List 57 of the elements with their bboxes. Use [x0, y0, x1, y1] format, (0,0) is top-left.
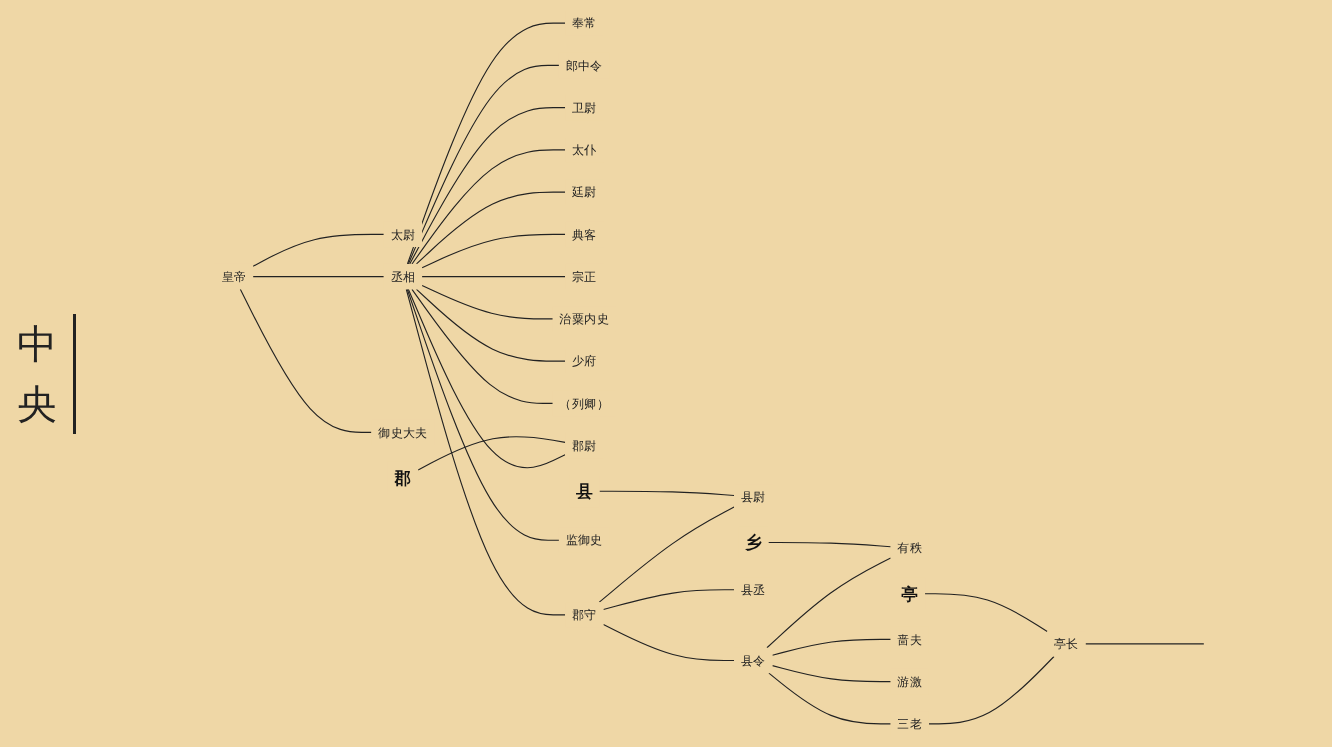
node-text: 太仆 [571, 142, 597, 157]
node-text: 监御史 [565, 533, 603, 548]
connector [1084, 643, 1205, 645]
connector [415, 191, 566, 265]
connector [417, 436, 566, 471]
node-text: 县令 [740, 653, 766, 668]
connector [407, 288, 566, 469]
connector [598, 506, 735, 603]
connector [252, 276, 385, 278]
connector [406, 22, 566, 265]
node-text: 亭 [901, 583, 919, 604]
connector [411, 149, 566, 265]
connector [409, 107, 566, 265]
connector [239, 288, 372, 433]
connector [421, 285, 554, 320]
connector [602, 623, 735, 662]
connector [405, 288, 566, 616]
node-text: 郎中令 [565, 58, 603, 73]
connector [411, 288, 554, 404]
node-text: 少府 [571, 354, 597, 369]
node-text: 奉常 [571, 16, 597, 31]
connector [252, 233, 385, 267]
connector [768, 672, 892, 725]
node-text: 乡 [744, 532, 762, 553]
node-text: 宗正 [571, 269, 597, 284]
connector [766, 557, 892, 649]
node-text: 郡守 [571, 607, 597, 622]
connector [598, 490, 735, 497]
connector [421, 276, 566, 278]
node-text: 有秩 [897, 541, 923, 556]
node-text: 县尉 [740, 489, 766, 504]
node-text: 郡 [394, 468, 412, 488]
node-text: 啬夫 [897, 632, 923, 647]
node-text: 郡尉 [571, 438, 597, 453]
connector [771, 665, 892, 683]
connector [767, 541, 892, 548]
node-text: 卫尉 [571, 100, 597, 115]
connector [421, 233, 566, 269]
connector [407, 64, 560, 265]
node-text: 县丞 [740, 582, 766, 597]
connector [928, 655, 1055, 725]
connector [771, 638, 892, 656]
node-text: 治粟内史 [559, 311, 610, 326]
node-text: （列卿） [559, 396, 610, 411]
connector [602, 589, 735, 611]
node-text: 典客 [571, 227, 597, 242]
node-text: 县 [575, 481, 593, 502]
node-text: 御史大夫 [378, 425, 428, 440]
connector [415, 288, 566, 362]
node-text: 皇帝 [221, 269, 247, 284]
node-text: 游激 [897, 674, 923, 689]
connector [924, 593, 1048, 633]
node-text: 廷尉 [571, 185, 597, 200]
node-text: 三老 [897, 716, 923, 731]
connector [406, 288, 560, 541]
level-label: 中央 [14, 313, 76, 434]
node-text: 亭长 [1054, 636, 1079, 651]
